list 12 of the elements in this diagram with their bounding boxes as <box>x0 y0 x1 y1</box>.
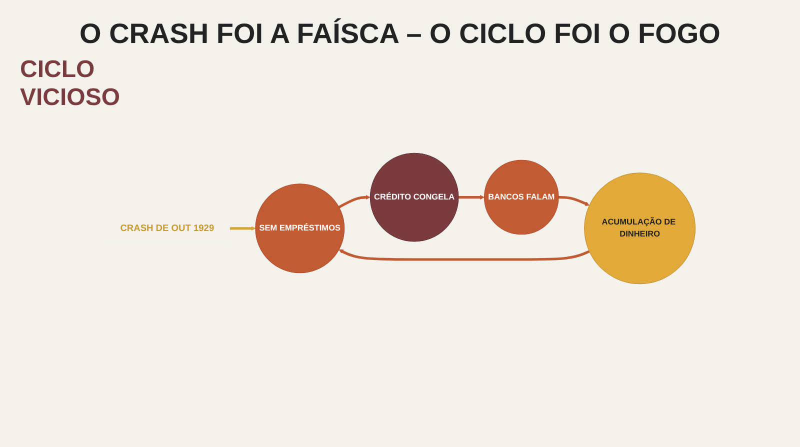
arrow <box>338 195 370 208</box>
arrow <box>558 196 590 206</box>
title: O CRASH FOI A FAÍSCA – O CICLO FOI O FOGO <box>78 18 722 50</box>
node-circle: SEM EMPRÉSTIMOS <box>255 184 345 274</box>
center-label: CICLO VICIOSO <box>20 56 122 112</box>
node-circle: BANCOS FALAM <box>484 160 559 235</box>
node-circle: CRÉDITO CONGELA <box>370 152 459 242</box>
node-text: CRASH DE OUT 1929 <box>120 222 214 234</box>
node-circle: ACUMULAÇÃO DE DINHEIRO <box>584 172 696 284</box>
arrow <box>338 249 590 261</box>
arrow <box>458 195 484 200</box>
arrow <box>230 226 256 231</box>
